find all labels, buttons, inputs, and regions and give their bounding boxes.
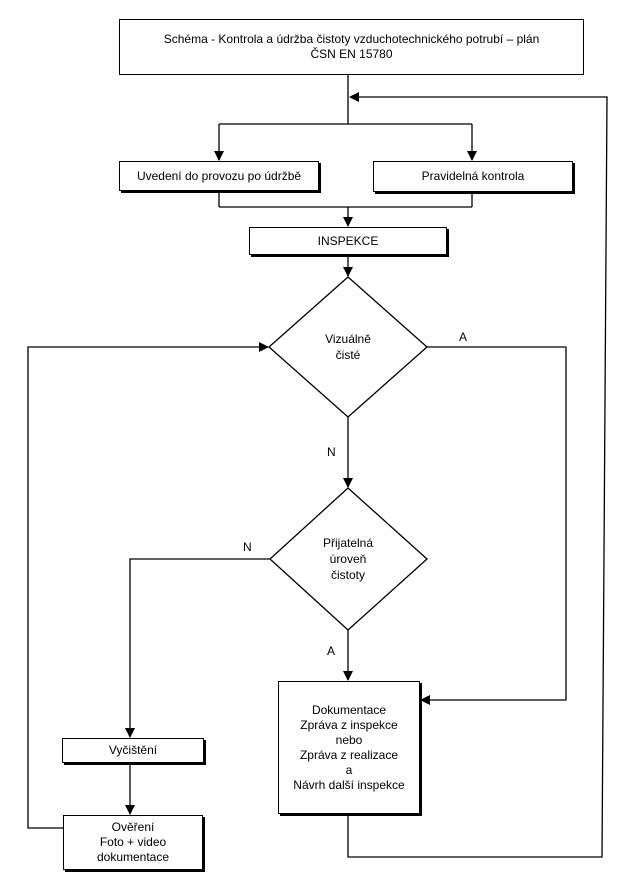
- documentation-line-1: Dokumentace: [311, 702, 387, 717]
- line-documentation-loop: [347, 92, 608, 858]
- decision1-line-1: Vizuálně: [325, 332, 371, 346]
- documentation-line-2: Zpráva z inspekce: [300, 717, 398, 732]
- decision1-text: Vizuálně čisté: [288, 331, 408, 363]
- label-decision2-no: N: [243, 540, 252, 554]
- line-verification-loop: [27, 342, 269, 829]
- verification-line-2: Foto + video: [99, 835, 167, 849]
- title-line-2: ČSN EN 15780: [310, 47, 393, 61]
- decision2-line-3: čistoty: [330, 568, 365, 582]
- documentation-box: Dokumentace Zpráva z inspekce nebo Zpráv…: [278, 681, 420, 814]
- cleaning-label: Vyčištění: [108, 743, 158, 757]
- line-decision1-yes: [420, 346, 567, 705]
- verification-line-3: dokumentace: [96, 850, 170, 864]
- start-box-commissioning: Uvedení do provozu po údržbě: [119, 161, 319, 191]
- decision2-text: Přijatelná úroveň čistoty: [288, 535, 408, 583]
- documentation-line-6: Návrh další inspekce: [293, 777, 405, 792]
- label-decision1-yes: A: [459, 330, 468, 344]
- decision2-line-2: úroveň: [329, 552, 367, 566]
- verification-line-1: Ověření: [111, 820, 155, 834]
- start-box-commissioning-label: Uvedení do provozu po údržbě: [136, 168, 302, 183]
- decision2-line-1: Přijatelná: [322, 536, 374, 550]
- cleaning-box: Vyčištění: [62, 738, 204, 763]
- verification-box: Ověření Foto + video dokumentace: [63, 815, 203, 870]
- inspection-box: INSPEKCE: [249, 227, 447, 255]
- decision1-line-2: čisté: [335, 348, 361, 362]
- documentation-line-5: a: [345, 762, 353, 777]
- title-line-1: Schéma - Kontrola a údržba čistoty vzduc…: [163, 32, 540, 46]
- label-decision2-yes: A: [327, 644, 336, 658]
- documentation-line-4: Zpráva z realizace: [299, 747, 399, 762]
- documentation-line-3: nebo: [335, 732, 363, 747]
- start-box-regular-inspection-label: Pravidelná kontrola: [421, 169, 525, 183]
- label-decision1-no: N: [327, 445, 336, 459]
- start-box-regular-inspection: Pravidelná kontrola: [373, 161, 573, 192]
- line-decision2-no: [125, 558, 270, 738]
- title-box: Schéma - Kontrola a údržba čistoty vzduc…: [119, 19, 584, 75]
- inspection-label: INSPEKCE: [317, 233, 379, 248]
